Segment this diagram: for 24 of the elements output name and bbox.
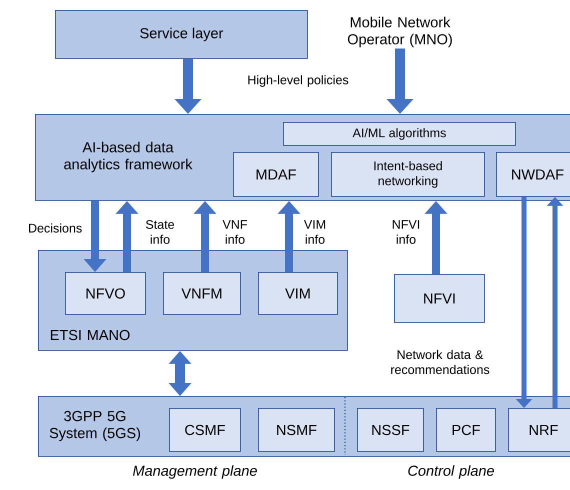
process-box: VIM [258,272,338,315]
process-box: NWDAF [496,152,570,197]
edge-label: State info [142,219,178,245]
edge-label: VIM info [297,219,333,245]
process-box: VNFM [163,272,241,315]
plane-label: Management plane [132,465,257,479]
process-box: NRF [508,408,570,452]
process-box: Intent-based networking [331,152,485,197]
edge-label: NFVI info [388,219,424,245]
process-box: PCF [436,408,496,452]
operator-text: Mobile Network Operator (MNO) [348,16,452,48]
process-box: AI/ML algorithms [283,122,516,146]
edge-label: VNF info [217,219,253,245]
note-text: Network data & recommendations [391,350,490,374]
process-box: NSMF [258,408,335,452]
process-box: NFVI [394,274,485,323]
process-box: NSSF [357,408,424,452]
process-box: MDAF [233,152,319,197]
plane-label: Control plane [408,465,494,479]
process-box: Service layer [55,10,308,59]
note-text: High-level policies [248,75,348,87]
process-box: NFVO [65,272,146,315]
process-box: CSMF [169,408,241,452]
edge-label: Decisions [27,222,82,234]
